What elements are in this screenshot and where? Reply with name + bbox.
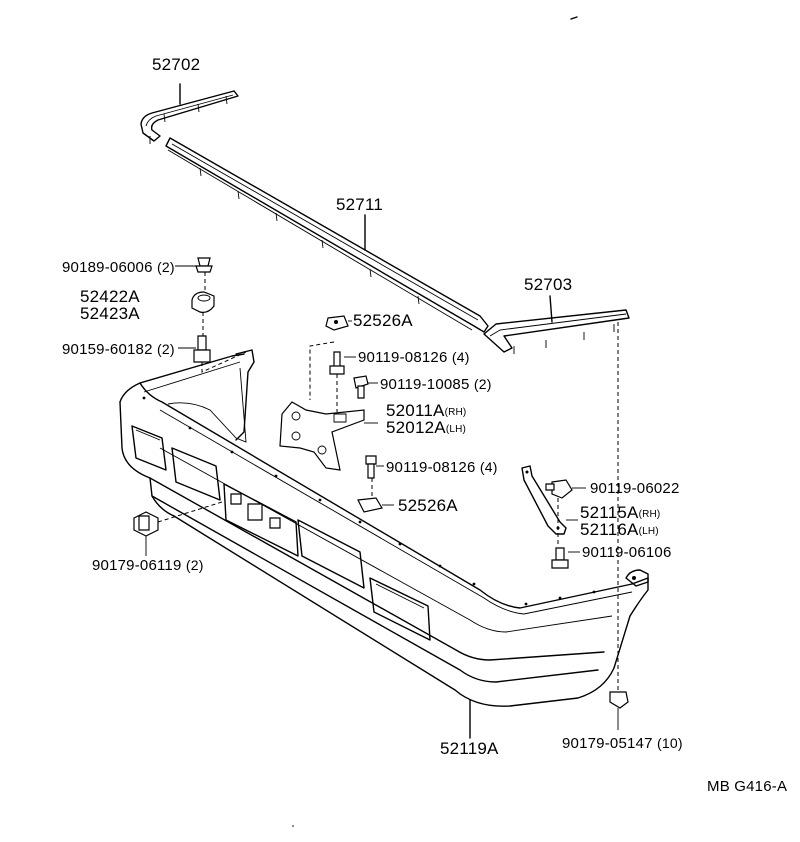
quantity: (2) [473, 376, 492, 392]
part-number: 90119-08126 [358, 349, 448, 366]
nut-52526A-upper [326, 316, 352, 330]
part-number: 90189-06006 [62, 259, 153, 276]
label-52702: 52702 [152, 55, 201, 74]
part-number: 52116A [580, 520, 639, 539]
bolt-90119-10085 [354, 376, 378, 398]
label-52115A: 52115A(RH) [580, 504, 660, 524]
label-52526A-upper: 52526A [353, 311, 413, 330]
moulding-52703 [484, 296, 629, 354]
quantity: (4) [479, 459, 498, 475]
quantity: (2) [157, 341, 175, 357]
part-number: 90119-08126 [386, 459, 476, 476]
side-rh: (RH) [638, 509, 661, 520]
label-52119A: 52119A [440, 739, 499, 758]
part-number: 52012A [386, 418, 446, 437]
part-number: 52115A [580, 503, 639, 522]
label-90189-06006: 90189-06006 (2) [62, 259, 175, 276]
side-rh: (RH) [444, 407, 467, 418]
quantity: (2) [185, 557, 204, 573]
quantity: (10) [657, 735, 683, 751]
label-52423A: 52423A [80, 304, 140, 323]
quantity: (2) [157, 259, 175, 275]
label-90119-06106: 90119-06106 [582, 544, 672, 561]
part-number: 52011A [386, 401, 445, 420]
drawing-code: MB G416-A [707, 778, 788, 795]
stay-52115A-52116A [522, 466, 578, 534]
bolt-90119-08126-upper [330, 352, 356, 374]
side-lh: (LH) [445, 424, 467, 435]
label-52711: 52711 [336, 195, 384, 214]
label-90119-10085: 90119-10085 (2) [380, 376, 492, 393]
bracket-52011A-52012A [280, 402, 378, 470]
label-90179-06119: 90179-06119 (2) [92, 557, 204, 574]
label-90119-06022: 90119-06022 [590, 480, 680, 497]
label-52116A: 52116A(LH) [580, 521, 659, 541]
nut-52526A-lower [358, 498, 394, 512]
part-number: 90119-10085 [380, 376, 470, 393]
quantity: (4) [451, 349, 470, 365]
label-52703: 52703 [524, 275, 573, 294]
side-lh: (LH) [638, 526, 659, 537]
bolt-90119-08126-lower [366, 456, 384, 478]
label-90159-60182: 90159-60182 (2) [62, 341, 175, 358]
bolt-90119-06106 [552, 548, 580, 568]
label-90119-08126-lower: 90119-08126 (4) [386, 459, 498, 476]
bolt-90159-60182 [178, 336, 210, 362]
label-52012A: 52012A(LH) [386, 419, 466, 439]
label-52526A-lower: 52526A [398, 496, 458, 515]
moulding-52702 [141, 84, 238, 144]
part-number: 90179-06119 [92, 557, 182, 574]
label-90179-05147: 90179-05147 (10) [562, 735, 683, 752]
retainer-52422A [192, 292, 214, 312]
label-52011A: 52011A(RH) [386, 402, 466, 422]
bumper-cover-52119A [120, 354, 648, 738]
part-number: 90159-60182 [62, 341, 153, 358]
clip-90179-05147 [610, 692, 628, 730]
label-52422A: 52422A [80, 287, 140, 306]
bolt-90119-06022 [546, 480, 586, 498]
clip-90179-06119 [134, 512, 158, 556]
label-90119-08126-upper: 90119-08126 (4) [358, 349, 470, 366]
clip-90189-06006 [175, 258, 212, 272]
moulding-52711 [166, 138, 488, 332]
part-number: 90179-05147 [562, 735, 653, 752]
